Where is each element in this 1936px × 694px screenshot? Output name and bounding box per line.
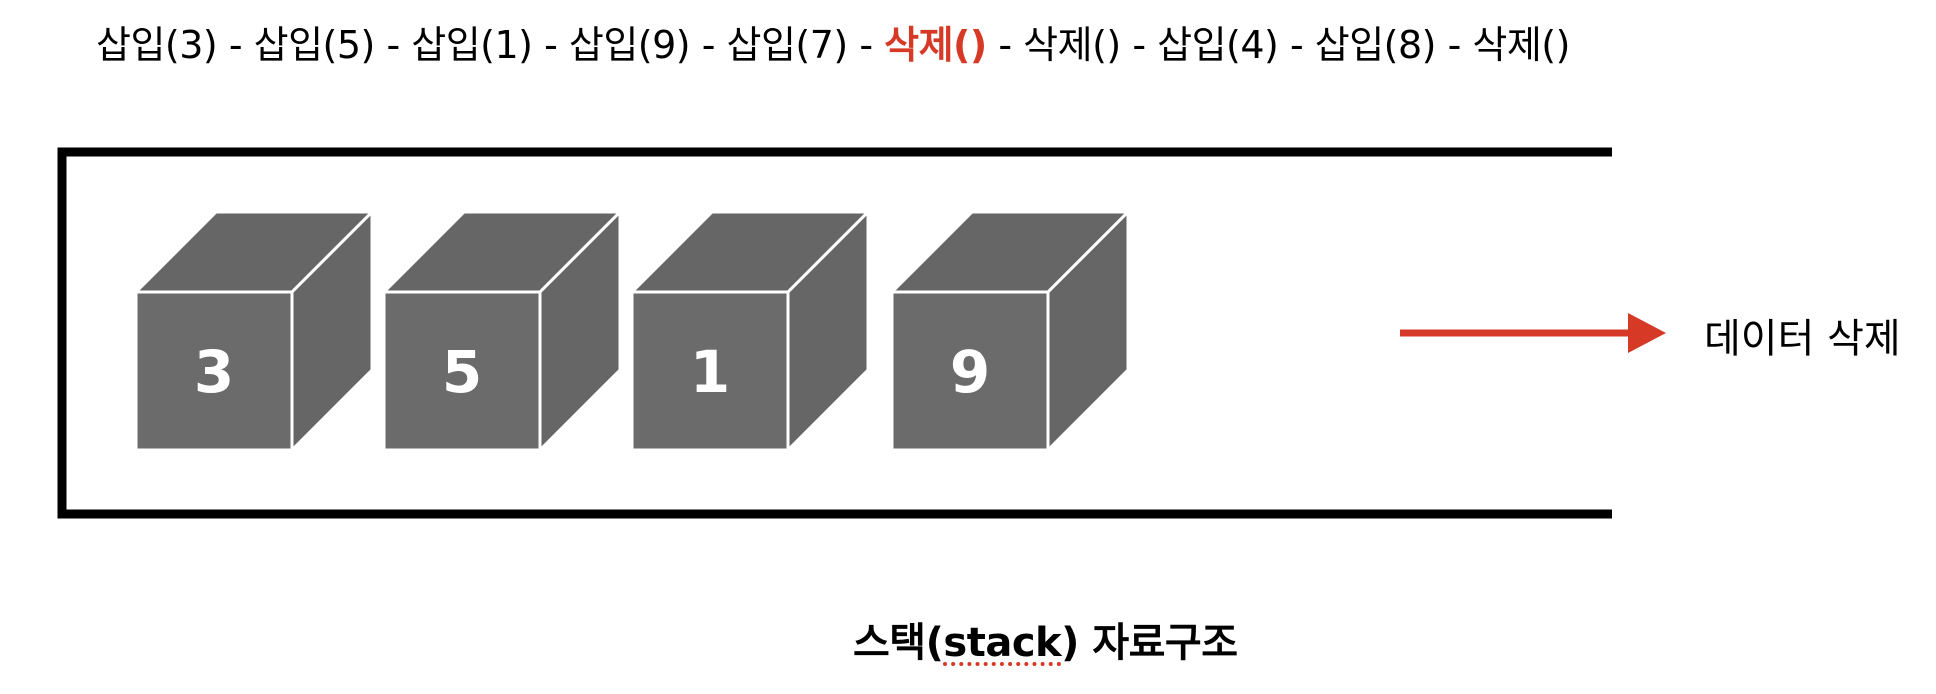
stack-items: 3 5 1 9 <box>132 208 1132 454</box>
operation-separator: - <box>1435 23 1473 67</box>
operation-separator: - <box>986 23 1024 67</box>
stack-item-value: 5 <box>442 338 482 406</box>
diagram-caption: 스택(stack) 자료구조 <box>853 610 1238 668</box>
operation-separator: - <box>690 23 727 67</box>
operation-insert: 삽입(3) <box>96 23 218 67</box>
cube-front-face <box>630 290 790 452</box>
stack-item: 3 <box>132 208 376 454</box>
arrow-head-icon <box>1628 313 1666 353</box>
stack-item-value: 1 <box>690 338 730 406</box>
operation-delete: 삭제() <box>1023 23 1121 67</box>
caption-prefix: 스택( <box>853 620 944 666</box>
operation-delete: 삭제() <box>884 23 987 67</box>
arrow-label: 데이터 삭제 <box>1704 316 1901 362</box>
operation-separator: - <box>1278 23 1315 67</box>
operation-insert: 삽입(7) <box>726 23 849 67</box>
cube-front-face <box>382 290 542 452</box>
cube-front-face <box>890 290 1050 452</box>
operation-delete: 삭제() <box>1472 23 1570 67</box>
operation-insert: 삽입(4) <box>1157 23 1279 67</box>
caption-suffix: ) 자료구조 <box>1061 620 1238 666</box>
stack-container <box>57 147 1612 519</box>
operation-sequence: 삽입(3) - 삽입(5) - 삽입(1) - 삽입(9) - 삽입(7) - … <box>96 14 1570 69</box>
operation-separator: - <box>532 23 569 67</box>
operation-separator: - <box>1120 23 1158 67</box>
stack-item-value: 9 <box>950 338 990 406</box>
stack-item: 1 <box>628 208 872 454</box>
operation-separator: - <box>847 23 885 67</box>
operation-insert: 삽입(8) <box>1314 23 1437 67</box>
cube-front-face <box>134 290 294 452</box>
stack-item-value: 3 <box>194 338 234 406</box>
operation-insert: 삽입(5) <box>253 23 376 67</box>
operation-separator: - <box>217 23 254 67</box>
operation-insert: 삽입(1) <box>411 23 533 67</box>
caption-english-term: stack <box>943 620 1062 666</box>
stack-item: 9 <box>888 208 1132 454</box>
operation-separator: - <box>374 23 412 67</box>
stack-item: 5 <box>380 208 624 454</box>
operation-insert: 삽입(9) <box>568 23 691 67</box>
